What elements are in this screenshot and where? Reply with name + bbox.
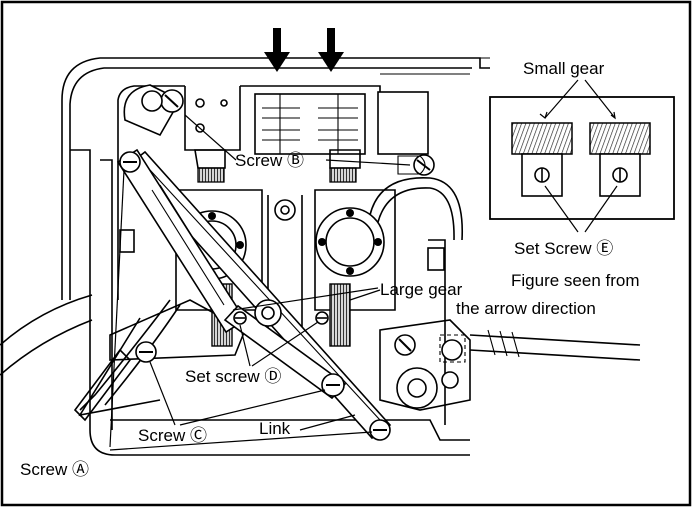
collar-screw [254, 299, 282, 327]
right-large-gear [329, 283, 351, 347]
screw-a-top [141, 89, 184, 113]
machine-body [0, 57, 641, 456]
label-screw-c: Screw Ⓒ [138, 426, 207, 445]
text-labels: Small gear Screw Ⓑ Large gear Set Screw … [20, 59, 640, 479]
arrow-direction-inset [489, 96, 675, 220]
screw-c-left [135, 341, 157, 363]
small-gear-right [589, 122, 651, 155]
set-screw-d-right [315, 311, 329, 325]
set-screw-e-right [612, 167, 628, 183]
label-set-screw-d: Set screw Ⓓ [185, 367, 281, 386]
label-figure-seen-2: the arrow direction [456, 299, 596, 318]
leader-lines [109, 79, 618, 451]
label-screw-a: Screw Ⓐ [20, 460, 89, 479]
screw-b [397, 154, 435, 176]
screws [119, 89, 435, 441]
label-figure-seen-1: Figure seen from [511, 271, 640, 290]
screw-c-right [321, 373, 345, 397]
screw-a-lower [369, 419, 391, 441]
label-set-screw-e: Set Screw Ⓔ [514, 239, 613, 258]
right-ring-gear [315, 207, 385, 277]
set-screw-e-left [534, 167, 550, 183]
label-link: Link [259, 419, 291, 438]
label-screw-b: Screw Ⓑ [235, 151, 304, 170]
right-mech-screw [394, 334, 416, 356]
screw-a-upper [119, 151, 141, 173]
small-gear-left [511, 122, 573, 155]
link-bars [116, 84, 392, 440]
set-screw-d-left [233, 311, 247, 325]
down-arrow-icon [264, 28, 344, 72]
label-small-gear: Small gear [523, 59, 605, 78]
label-large-gear: Large gear [380, 280, 463, 299]
